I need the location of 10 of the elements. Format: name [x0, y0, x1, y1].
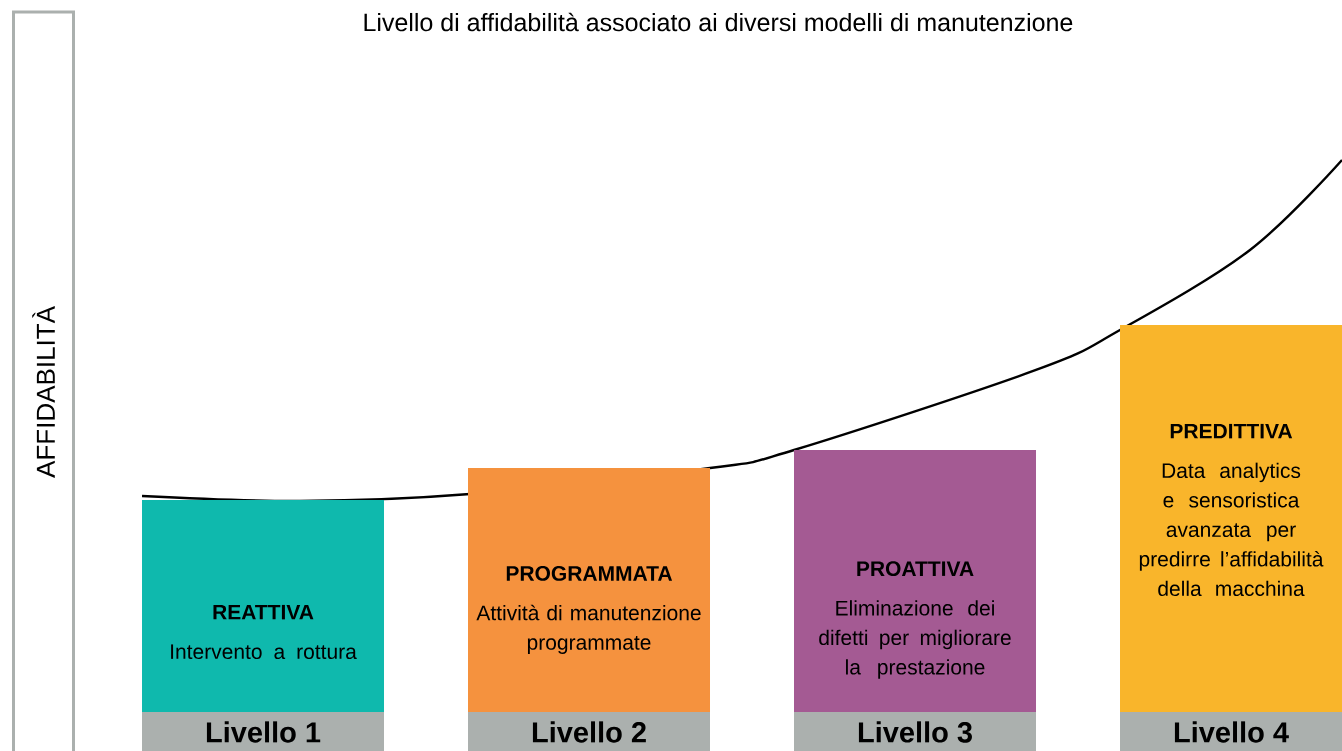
chart-title: Livello di affidabilità associato ai diversi modelli di manutenzione	[364, 12, 1073, 32]
level-bar: Livello 4	[1120, 712, 1342, 751]
level-column: PROGRAMMATA Attività di manutenzione programmate	[468, 468, 710, 712]
level-column: PROATTIVA Eliminazione dei difetti per migliorare la prestazione	[794, 450, 1036, 712]
level-bar: Livello 2	[468, 712, 710, 751]
level-column: REATTIVA Intervento a rottura	[142, 500, 384, 712]
level-bar: Livello 1	[142, 712, 384, 751]
level-bar: Livello 3	[794, 712, 1036, 751]
level-column: PREDITTIVA Data analytics e sensoristica avanzata per predirre l’affidabilità della macchina	[1120, 325, 1342, 712]
axis-label-band: AFFIDABILITÀ	[12, 10, 75, 751]
